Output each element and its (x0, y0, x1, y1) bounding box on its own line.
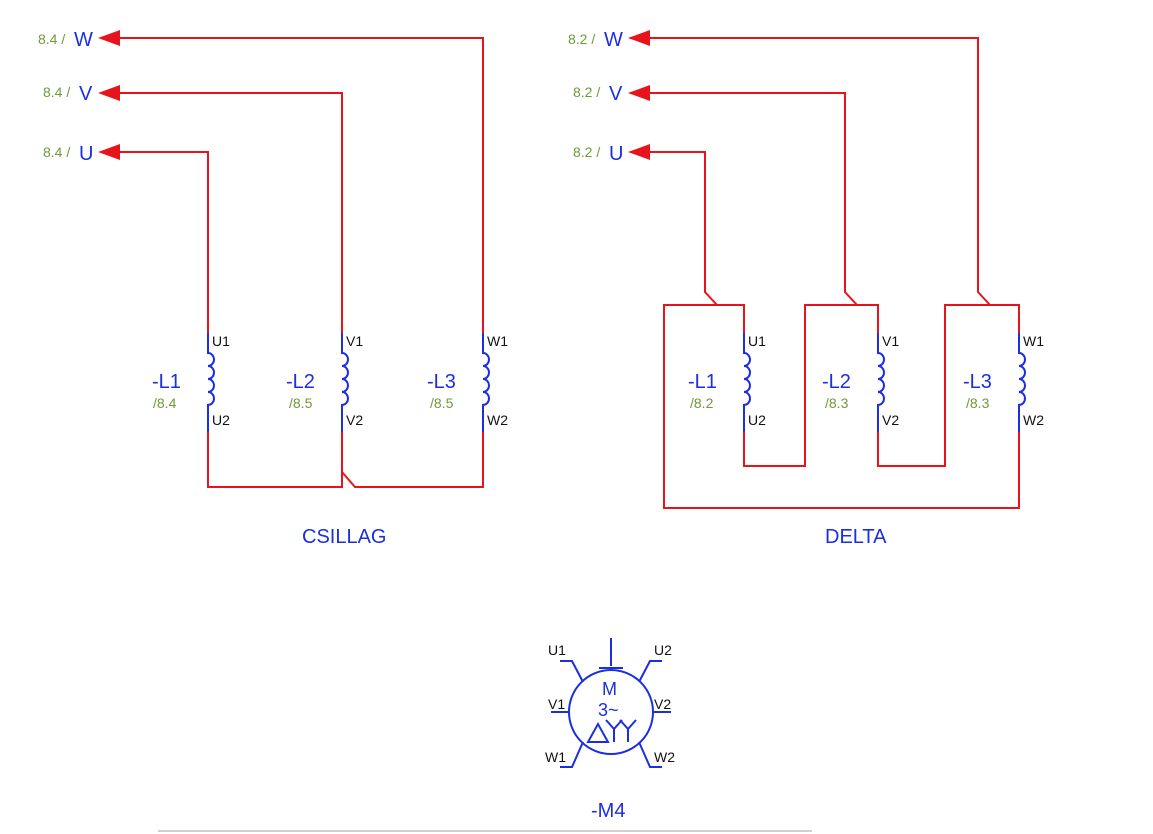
star-phase-u: U (79, 143, 93, 165)
delta-coil-l2: V1 V2 -L2 /8.3 (822, 333, 899, 432)
delta-l2-name: -L2 (822, 371, 851, 393)
motor-name: -M4 (591, 800, 625, 822)
motor-lead-w1 (560, 741, 584, 768)
delta-wire-w (630, 37, 991, 306)
motor-lead-u1 (560, 660, 584, 683)
motor-terminal-v1: V1 (548, 696, 565, 712)
star-phase-v: V (79, 83, 93, 105)
delta-l3-ref: /8.3 (966, 395, 990, 411)
star-l3-top-terminal: W1 (487, 333, 508, 349)
delta-caption: DELTA (825, 526, 887, 548)
motor-letter-m: M (602, 679, 617, 699)
star-l2-bottom-terminal: V2 (346, 412, 363, 428)
delta-wire-v (630, 92, 858, 306)
motor-terminal-u1: U1 (548, 642, 566, 658)
delta-l3-top-terminal: W1 (1023, 333, 1044, 349)
star-l1-name: -L1 (152, 371, 181, 393)
motor-symbol: M 3~ U1 U2 V1 V2 W1 W2 -M4 (545, 638, 675, 822)
delta-l3-bottom-terminal: W2 (1023, 412, 1044, 428)
star-caption: CSILLAG (302, 526, 386, 548)
star-arrow-u (98, 144, 120, 160)
delta-arrow-w (628, 30, 650, 46)
star-wye-icon (605, 719, 637, 742)
delta-coil-l1: U1 U2 -L1 /8.2 (688, 333, 766, 432)
star-arrow-v (98, 85, 120, 101)
star-l3-ref: /8.5 (430, 395, 454, 411)
star-l1-bottom-terminal: U2 (212, 412, 230, 428)
star-l2-name: -L2 (286, 371, 315, 393)
motor-terminal-w1: W1 (545, 749, 566, 765)
motor-terminal-v2: V2 (654, 696, 671, 712)
star-phase-w: W (74, 29, 93, 51)
motor-phase-text: 3~ (598, 700, 619, 720)
star-wire-w (105, 37, 484, 333)
delta-triangle-icon (586, 721, 610, 743)
delta-l3-name: -L3 (963, 371, 992, 393)
motor-lead-u2 (638, 660, 662, 683)
delta-bus-l2 (743, 304, 879, 467)
delta-l2-top-terminal: V1 (882, 333, 899, 349)
delta-bus-l3 (877, 304, 1020, 467)
star-l2-top-terminal: V1 (346, 333, 363, 349)
star-connection: 8.4 / W 8.4 / V 8.4 / U U1 U2 -L1 /8.4 V… (38, 29, 508, 548)
delta-l2-ref: /8.3 (825, 395, 849, 411)
star-ref-w: 8.4 / (38, 31, 65, 47)
star-l2-ref: /8.5 (289, 395, 313, 411)
delta-l1-bottom-terminal: U2 (748, 412, 766, 428)
delta-ref-w: 8.2 / (568, 31, 595, 47)
delta-coil-l3: W1 W2 -L3 /8.3 (963, 333, 1044, 432)
motor-lead-w2 (638, 741, 662, 768)
delta-arrow-u (628, 144, 650, 160)
delta-bus-l1 (663, 304, 1020, 509)
delta-phase-w: W (604, 29, 623, 51)
star-coil-l1: U1 U2 -L1 /8.4 (152, 333, 230, 432)
delta-l1-ref: /8.2 (690, 395, 714, 411)
star-l3-bottom-terminal: W2 (487, 412, 508, 428)
star-coil-l2: V1 V2 -L2 /8.5 (286, 333, 363, 432)
star-arrow-w (98, 30, 120, 46)
delta-phase-u: U (609, 143, 623, 165)
star-point-wire (207, 432, 343, 488)
delta-l1-top-terminal: U1 (748, 333, 766, 349)
motor-terminal-u2: U2 (654, 642, 672, 658)
star-l1-ref: /8.4 (153, 395, 177, 411)
delta-phase-v: V (609, 83, 623, 105)
delta-connection: 8.2 / W 8.2 / V 8.2 / U U1 U2 -L1 /8.2 V… (568, 29, 1044, 548)
delta-ref-u: 8.2 / (573, 144, 600, 160)
star-wire-v (105, 92, 343, 333)
delta-l1-name: -L1 (688, 371, 717, 393)
star-ref-v: 8.4 / (43, 84, 70, 100)
star-wire-u (105, 151, 209, 333)
delta-wire-u (630, 151, 718, 306)
motor-terminal-w2: W2 (654, 749, 675, 765)
delta-arrow-v (628, 85, 650, 101)
star-point-wire-w (341, 432, 484, 488)
delta-ref-v: 8.2 / (573, 84, 600, 100)
delta-l2-bottom-terminal: V2 (882, 412, 899, 428)
star-coil-l3: W1 W2 -L3 /8.5 (427, 333, 508, 432)
star-l1-top-terminal: U1 (212, 333, 230, 349)
star-ref-u: 8.4 / (43, 144, 70, 160)
star-l3-name: -L3 (427, 371, 456, 393)
